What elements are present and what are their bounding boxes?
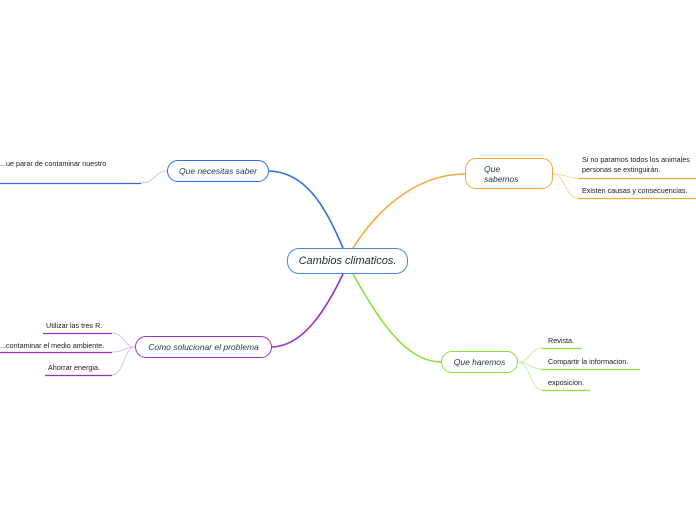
topic-que-haremos[interactable]: Que haremos [441,351,518,373]
topic-que-sabemos[interactable]: Que sabemos [465,158,553,189]
topic-que-necesitas-saber[interactable]: Que necesitas saber [167,160,269,182]
central-topic[interactable]: Cambios climaticos. [287,248,408,274]
subtopic-haremos-1[interactable]: Compartir la informacion. [548,357,629,366]
topic-label-line-2: sabemos [484,173,519,184]
topic-label: Que haremos [453,357,506,367]
subtopic-haremos-2[interactable]: exposicion. [548,378,584,387]
link-central-necesitas [268,170,344,249]
topic-como-solucionar[interactable]: Como solucionar el problema [135,336,272,358]
subtopic-necesitas-0[interactable]: ...ue parar de contaminar nuestro [0,159,107,168]
topic-label: Que necesitas saber [179,166,257,176]
link-haremos-leaf-2 [517,361,543,391]
subtopic-solucionar-2[interactable]: Ahorrar energia. [48,363,100,372]
subtopic-sabemos-0-line-1[interactable]: Si no paramos todos los animales [582,155,690,164]
topic-label: Como solucionar el problema [148,342,259,352]
link-solucionar-leaf-2 [111,346,136,376]
link-haremos-leaf-0 [517,347,543,363]
subtopic-sabemos-1[interactable]: Existen causas y consecuencias. [582,186,688,195]
link-central-sabemos [352,173,466,249]
central-topic-label: Cambios climaticos. [298,255,397,267]
subtopic-solucionar-0[interactable]: Utilizar las tres R. [46,321,103,330]
subtopic-haremos-0[interactable]: Revista. [548,336,574,345]
link-central-solucionar [271,273,344,348]
link-central-haremos [352,273,442,363]
link-necesitas-leaf [140,170,168,184]
subtopic-solucionar-1[interactable]: ...contaminar el medio ambiente. [0,341,105,350]
subtopic-sabemos-0-line-2[interactable]: personas se extinguirán. [582,165,661,174]
link-solucionar-leaf-0 [111,332,136,348]
topic-label-line-1: Que [484,163,501,174]
link-sabemos-leaf-1 [552,173,579,199]
